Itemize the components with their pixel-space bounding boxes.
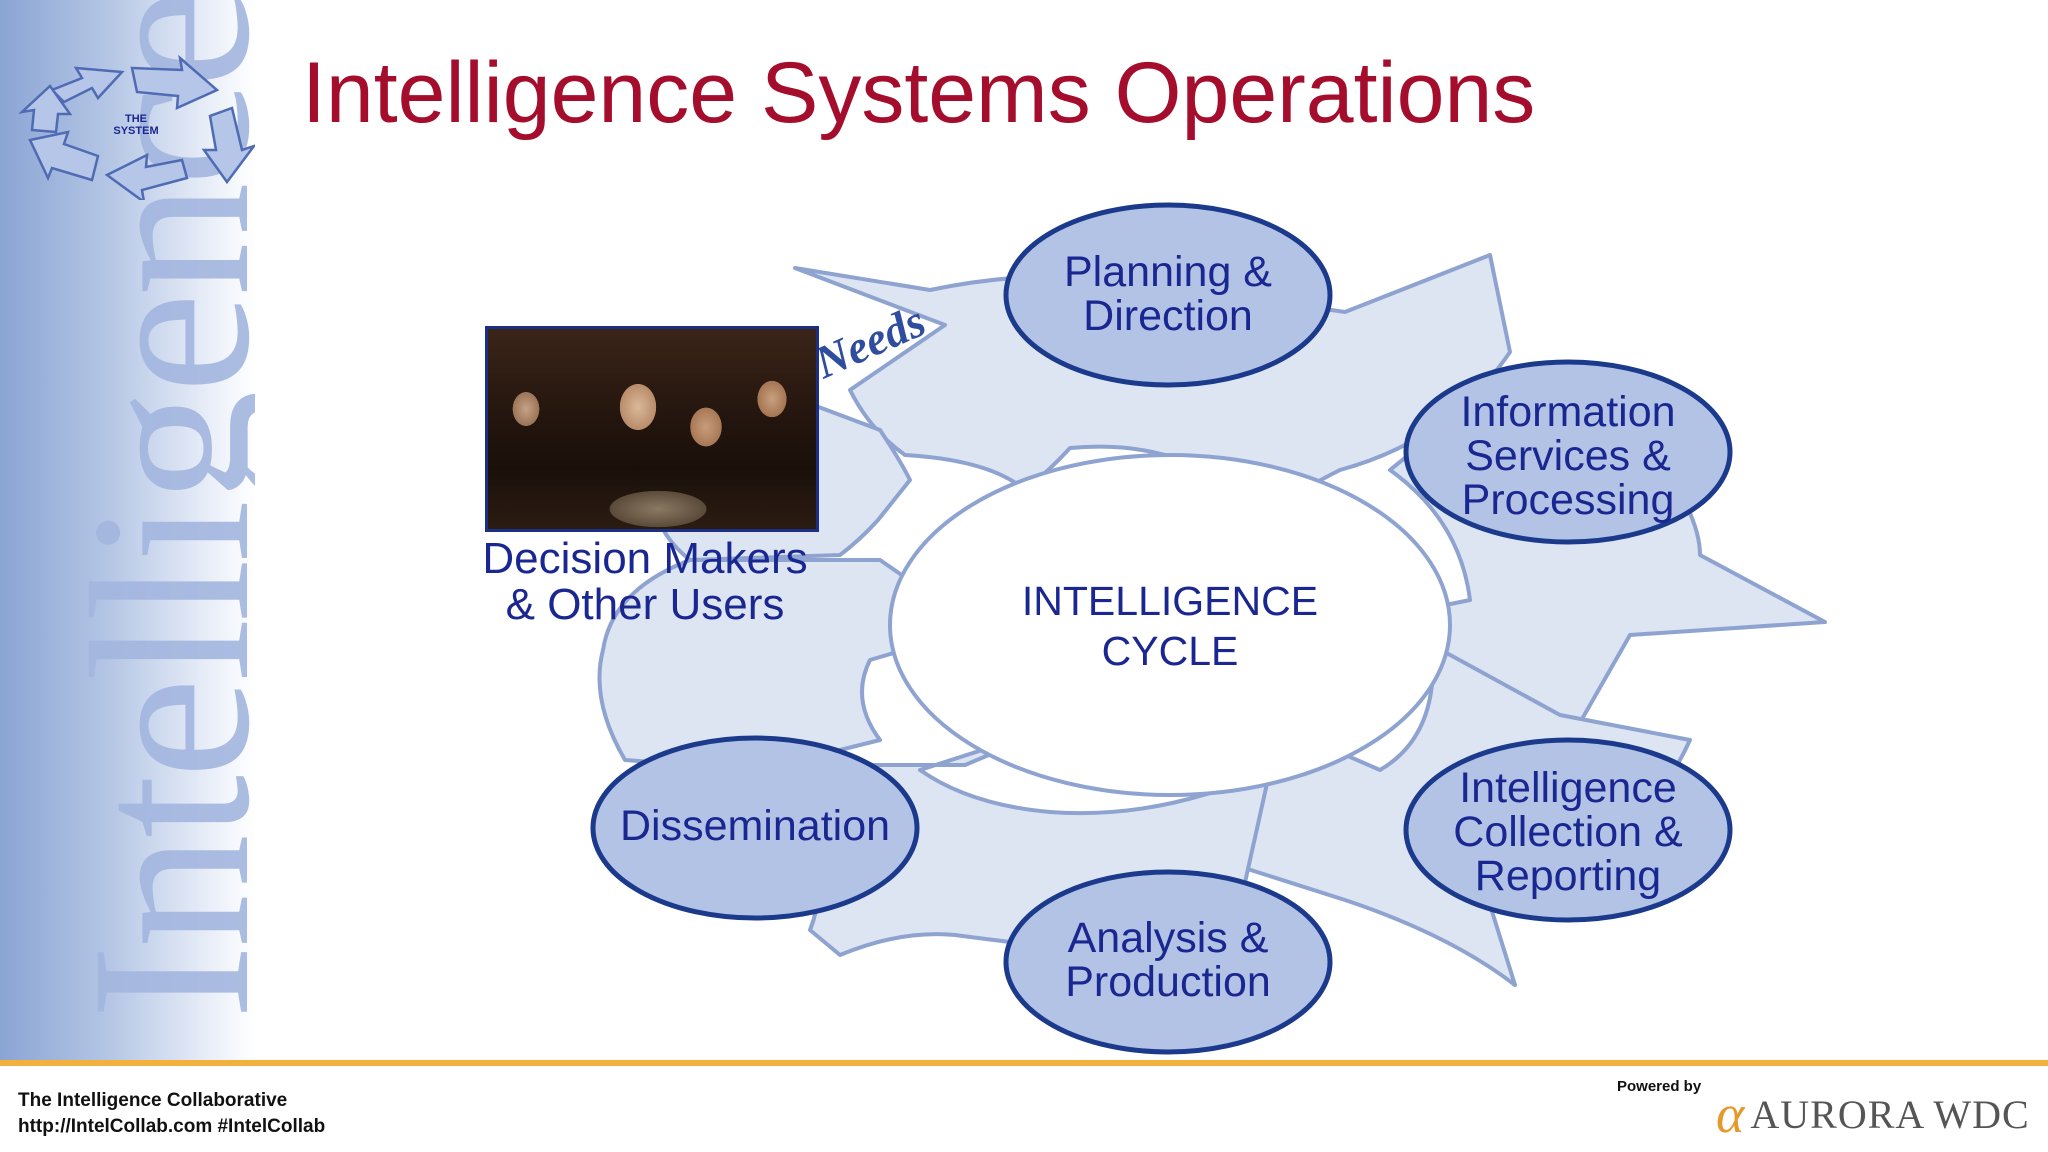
footer-org: The Intelligence Collaborative http://In…: [18, 1088, 325, 1140]
aurora-logo: α AURORA WDC: [1716, 1084, 2030, 1144]
node-label-planning: Planning & Direction: [1018, 250, 1318, 338]
arrow-segment-left: [597, 558, 980, 772]
node-analysis-production: [1003, 869, 1333, 1055]
footer-org-name: The Intelligence Collaborative: [18, 1090, 288, 1111]
node-label-line: Dissemination: [619, 802, 891, 850]
decision-makers-label: Decision Makers & Other Users: [465, 536, 825, 628]
page-title: Intelligence Systems Operations: [302, 45, 1536, 141]
node-label-line: Planning &: [1064, 248, 1272, 296]
node-label-line: Collection &: [1453, 808, 1683, 856]
sidebar-band: Intelligence THE SYSTEM: [0, 0, 255, 1060]
footer-org-link[interactable]: http://IntelCollab.com #IntelCollab: [18, 1116, 326, 1137]
node-label-line: Production: [1065, 958, 1271, 1006]
cycle-center-label: INTELLIGENCE CYCLE: [990, 576, 1350, 676]
decision-label-line: Decision Makers: [482, 534, 808, 583]
node-label-dissemination: Dissemination: [593, 804, 917, 848]
meeting-photo: [485, 326, 819, 532]
node-intelligence-collection: [1403, 737, 1733, 923]
node-label-line: Processing: [1461, 476, 1675, 524]
aurora-brand-text: AURORA WDC: [1750, 1091, 2030, 1137]
logo-text-line2: SYSTEM: [113, 125, 158, 137]
node-label-line: Reporting: [1474, 852, 1662, 900]
node-label-line: Intelligence: [1459, 764, 1677, 812]
center-label-line1: INTELLIGENCE: [1021, 578, 1319, 624]
node-label-line: Direction: [1083, 292, 1253, 340]
decision-label-line: & Other Users: [505, 580, 785, 629]
powered-by-label: Powered by: [1617, 1078, 1702, 1095]
node-planning-direction: [1003, 202, 1333, 388]
system-logo-icon: THE SYSTEM: [18, 54, 255, 200]
footer-rule: [0, 1060, 2048, 1066]
node-label-line: Information: [1460, 388, 1676, 436]
logo-text-line1: THE: [125, 113, 147, 125]
node-label-line: Analysis &: [1067, 914, 1269, 962]
node-label-collection: Intelligence Collection & Reporting: [1418, 766, 1718, 898]
node-information-services: [1403, 359, 1733, 545]
node-label-information: Information Services & Processing: [1418, 390, 1718, 522]
alpha-logo-icon: α: [1716, 1084, 1745, 1144]
cycle-center-core: [888, 453, 1452, 797]
node-label-line: Services &: [1465, 432, 1671, 480]
cycle-diagram: [590, 202, 1827, 1055]
node-label-analysis: Analysis & Production: [1018, 916, 1318, 1004]
node-dissemination: [590, 735, 920, 921]
center-label-line2: CYCLE: [1101, 628, 1239, 674]
